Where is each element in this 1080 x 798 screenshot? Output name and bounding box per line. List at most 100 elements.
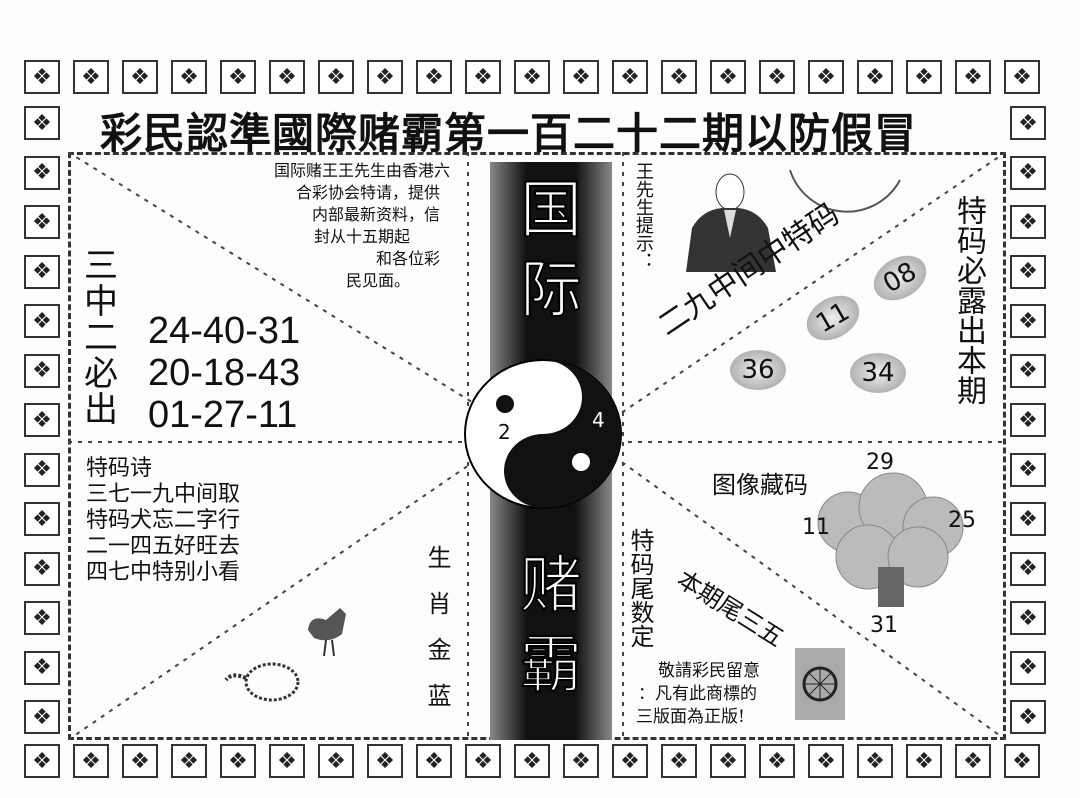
intro-line: 和各位彩 — [375, 249, 440, 268]
diamond-ornament-icon: ❖ — [416, 744, 452, 778]
notice: 敬請彩民留意 ：凡有此商標的 三版面為正版! — [636, 660, 760, 729]
diamond-ornament-icon: ❖ — [367, 744, 403, 778]
right-vertical-text: 特码必露出本期 — [951, 195, 986, 405]
notice-line: 敬請彩民留意 — [658, 661, 760, 681]
diamond-ornament-icon: ❖ — [955, 60, 991, 94]
tip-label: 王先生提示： — [633, 162, 654, 270]
trademark-logo — [795, 648, 845, 720]
diamond-ornament-icon: ❖ — [857, 60, 893, 94]
diamond-ornament-icon: ❖ — [808, 60, 844, 94]
diamond-ornament-icon: ❖ — [1004, 744, 1040, 778]
diamond-ornament-icon: ❖ — [1010, 155, 1046, 190]
three-label: 三 中 二 必 出 — [84, 248, 118, 428]
diamond-ornament-icon: ❖ — [416, 60, 452, 94]
diamond-ornament-icon: ❖ — [955, 744, 991, 778]
diagonal-line — [68, 152, 489, 413]
number-ball: 36 — [730, 350, 786, 390]
label-char: 中 — [84, 282, 118, 322]
diamond-ornament-icon: ❖ — [122, 60, 158, 94]
intro-line: 合彩协会特请，提供 — [295, 183, 440, 202]
intro-line: 国际赌王王先生由香港六 — [273, 161, 450, 180]
diamond-ornament-icon: ❖ — [220, 60, 256, 94]
diamond-ornament-icon: ❖ — [1010, 502, 1046, 536]
label-char: 出 — [84, 390, 118, 430]
number-set: 24-40-31 — [148, 310, 301, 352]
label-char: 三 — [84, 246, 118, 286]
diamond-ornament-icon: ❖ — [24, 551, 60, 586]
diamond-ornament-icon: ❖ — [661, 60, 697, 94]
diamond-ornament-icon: ❖ — [24, 254, 60, 289]
poem-line: 特码犬忘二字行 — [86, 508, 241, 533]
diamond-ornament-icon: ❖ — [73, 744, 109, 778]
diamond-ornament-icon: ❖ — [318, 60, 354, 94]
center-char: 赌 — [519, 547, 583, 622]
diamond-ornament-icon: ❖ — [367, 60, 403, 94]
diamond-ornament-icon: ❖ — [710, 60, 746, 94]
zodiac-label: 生肖金蓝 — [423, 545, 451, 729]
diamond-ornament-icon: ❖ — [906, 744, 942, 778]
diamond-ornament-icon: ❖ — [563, 744, 599, 778]
diamond-ornament-icon: ❖ — [465, 60, 501, 94]
diamond-ornament-icon: ❖ — [24, 205, 60, 239]
diamond-ornament-icon: ❖ — [24, 304, 60, 338]
diamond-ornament-icon: ❖ — [1010, 106, 1046, 140]
diamond-ornament-icon: ❖ — [563, 60, 599, 94]
image-code-label: 图像藏码 — [712, 471, 808, 499]
diamond-ornament-icon: ❖ — [24, 452, 60, 487]
intro-text: 国际赌王王先生由香港六 合彩协会特请，提供 内部最新资料，信 封从十五期起 和各… — [160, 160, 450, 292]
number-set: 20-18-43 — [148, 352, 301, 394]
diamond-ornament-icon: ❖ — [269, 744, 305, 778]
diamond-ornament-icon: ❖ — [1010, 551, 1046, 586]
diamond-ornament-icon: ❖ — [171, 60, 207, 94]
diamond-ornament-icon: ❖ — [24, 106, 60, 140]
page-title: 彩民認準國際赌霸第一百二十二期以防假冒 — [100, 109, 918, 158]
diamond-ornament-icon: ❖ — [1004, 60, 1040, 94]
yin-yang-number: 2 — [498, 420, 511, 444]
intro-line: 民见面。 — [345, 271, 410, 290]
rooster-image — [308, 608, 346, 657]
diamond-ornament-icon: ❖ — [1010, 700, 1046, 734]
label-char: 必 — [84, 354, 118, 394]
diamond-ornament-icon: ❖ — [24, 60, 60, 94]
diamond-ornament-icon: ❖ — [1010, 304, 1046, 338]
notice-line: 三版面為正版! — [636, 707, 745, 727]
center-char: 霸 — [519, 627, 583, 702]
yin-yang-icon — [464, 359, 622, 509]
diamond-ornament-icon: ❖ — [1010, 601, 1046, 635]
diamond-ornament-icon: ❖ — [514, 744, 550, 778]
diamond-ornament-icon: ❖ — [1010, 650, 1046, 685]
image-code-number: 31 — [870, 613, 898, 638]
intro-line: 封从十五期起 — [313, 227, 410, 246]
diamond-ornament-icon: ❖ — [906, 60, 942, 94]
diamond-ornament-icon: ❖ — [73, 60, 109, 94]
diamond-ornament-icon: ❖ — [24, 403, 60, 437]
poem-line: 二一四五好旺去 — [86, 534, 241, 559]
diamond-ornament-icon: ❖ — [1010, 452, 1046, 487]
center-char: 国 — [519, 172, 583, 247]
poem-line: 三七一九中间取 — [86, 482, 241, 507]
intro-line: 内部最新资料，信 — [311, 205, 440, 224]
diamond-ornament-icon: ❖ — [24, 502, 60, 536]
diamond-ornament-icon: ❖ — [269, 60, 305, 94]
diamond-ornament-icon: ❖ — [318, 744, 354, 778]
image-code-number: 29 — [866, 450, 894, 475]
diamond-ornament-icon: ❖ — [808, 744, 844, 778]
diagonal-line — [607, 451, 1006, 740]
man-in-suit-image — [686, 173, 776, 272]
poem-title: 特码诗 — [86, 456, 153, 481]
diamond-ornament-icon: ❖ — [1010, 205, 1046, 239]
yin-yang-number: 4 — [592, 408, 605, 432]
diamond-ornament-icon: ❖ — [759, 744, 795, 778]
diamond-ornament-icon: ❖ — [220, 744, 256, 778]
diagonal-line — [607, 152, 1006, 423]
diamond-ornament-icon: ❖ — [24, 155, 60, 190]
diamond-ornament-icon: ❖ — [612, 744, 648, 778]
diamond-ornament-icon: ❖ — [1010, 254, 1046, 289]
diamond-ornament-icon: ❖ — [24, 700, 60, 734]
center-bottom-text: 赌 霸 — [505, 545, 597, 705]
diamond-ornament-icon: ❖ — [1010, 403, 1046, 437]
number-sets: 24-40-31 20-18-43 01-27-11 — [148, 310, 300, 436]
diamond-ornament-icon: ❖ — [661, 744, 697, 778]
poem: 特码诗 三七一九中间取 特码犬忘二字行 二一四五好旺去 四七中特别小看 — [86, 456, 240, 586]
